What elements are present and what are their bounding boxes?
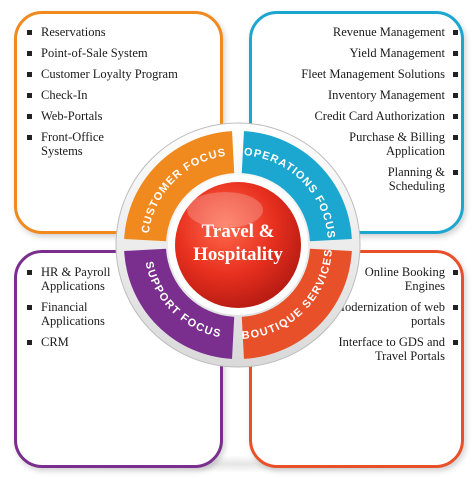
bullet-icon	[27, 340, 32, 345]
support-focus-segment	[124, 248, 235, 359]
bullet-icon	[27, 72, 32, 77]
list-item: Purchase & Billing Application	[320, 130, 458, 158]
bullet-icon	[27, 51, 32, 56]
center-highlight	[187, 192, 263, 228]
bullet-icon	[453, 51, 458, 56]
support-focus-list: HR & Payroll Applications Financial Appl…	[27, 265, 147, 356]
bullet-icon	[27, 114, 32, 119]
bullet-icon	[27, 93, 32, 98]
operations-focus-list: Revenue Management Yield Management Flee…	[258, 25, 458, 200]
list-item: Front-Office Systems	[27, 130, 141, 158]
bullet-icon	[453, 135, 458, 140]
bullet-icon	[453, 270, 458, 275]
bullet-icon	[27, 30, 32, 35]
bullet-icon	[453, 72, 458, 77]
list-item: Fleet Management Solutions	[258, 67, 458, 81]
bullet-icon	[453, 93, 458, 98]
bullet-icon	[453, 170, 458, 175]
center-title-line1: Travel &	[202, 221, 275, 242]
list-item: Web-Portals	[27, 109, 217, 123]
operations-focus-segment	[241, 131, 352, 242]
list-item: Customer Loyalty Program	[27, 67, 217, 81]
bullet-icon	[453, 30, 458, 35]
list-item: Check-In	[27, 88, 217, 102]
list-item: Interface to GDS and Travel Portals	[318, 335, 458, 363]
bullet-icon	[27, 135, 32, 140]
list-item: Online Booking Engines	[340, 265, 458, 293]
list-item: Point-of-Sale System	[27, 46, 217, 60]
customer-focus-list: Reservations Point-of-Sale System Custom…	[27, 25, 217, 165]
bullet-icon	[453, 305, 458, 310]
list-item: Reservations	[27, 25, 217, 39]
list-item: Planning & Scheduling	[360, 165, 458, 193]
bullet-icon	[27, 270, 32, 275]
center-circle	[175, 182, 301, 308]
list-item: Credit Card Authorization	[258, 109, 458, 123]
list-item: Revenue Management	[258, 25, 458, 39]
list-item: Financial Applications	[27, 300, 136, 328]
bullet-icon	[27, 305, 32, 310]
bullet-icon	[453, 340, 458, 345]
list-item: Yield Management	[258, 46, 458, 60]
list-item: CRM	[27, 335, 147, 349]
customer-focus-segment	[124, 131, 235, 242]
center-title-line2: Hospitality	[193, 244, 283, 265]
boutique-services-segment	[241, 248, 352, 359]
boutique-services-list: Online Booking Engines Modernization of …	[318, 265, 458, 370]
bullet-icon	[453, 114, 458, 119]
list-item: Inventory Management	[258, 88, 458, 102]
list-item: HR & Payroll Applications	[27, 265, 147, 293]
list-item: Modernization of web portals	[320, 300, 458, 328]
